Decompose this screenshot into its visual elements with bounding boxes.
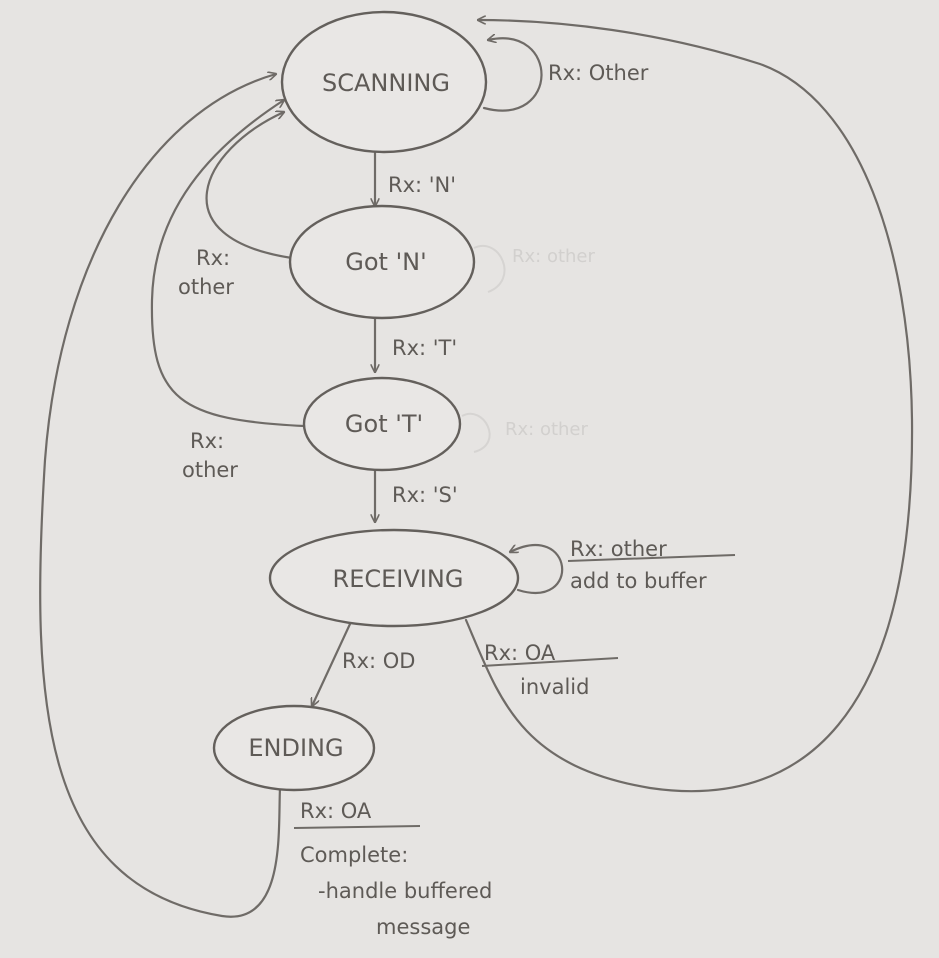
edge-got-t-to-scanning — [150, 100, 306, 428]
edge-scanning-self — [482, 38, 543, 112]
state-ending-label: ENDING — [248, 734, 343, 762]
state-got-n: Got 'N' — [288, 204, 476, 320]
state-ending: ENDING — [212, 704, 376, 792]
label-ending-to-scanning-line3: -handle buffered — [318, 879, 492, 903]
label-got-n-to-scanning-line2: other — [178, 275, 234, 299]
label-got-n-to-got-t: Rx: 'T' — [392, 336, 457, 360]
label-receiving-to-scanning-line2: invalid — [520, 675, 589, 699]
label-scanning-to-got-n: Rx: 'N' — [388, 173, 456, 197]
ghost-label-got-t: Rx: other — [505, 419, 588, 440]
label-divider-ending-to-scanning — [293, 825, 421, 829]
label-got-t-to-scanning-line2: other — [182, 458, 238, 482]
label-divider-receiving-self — [567, 554, 736, 562]
label-scanning-self: Rx: Other — [548, 61, 649, 85]
label-receiving-to-ending: Rx: OD — [342, 649, 415, 673]
edge-receiving-to-ending — [312, 622, 352, 706]
label-ending-to-scanning-line2: Complete: — [300, 843, 408, 867]
state-scanning: SCANNING — [280, 10, 488, 154]
edge-receiving-to-scanning — [464, 20, 914, 793]
label-got-t-to-receiving: Rx: 'S' — [392, 483, 458, 507]
label-receiving-self-line2: add to buffer — [570, 569, 707, 593]
state-got-t-label: Got 'T' — [345, 410, 423, 438]
label-receiving-self-line1: Rx: other — [570, 537, 667, 561]
label-ending-to-scanning-line4: message — [376, 915, 470, 939]
state-receiving-label: RECEIVING — [333, 565, 464, 593]
edge-ending-to-scanning — [39, 74, 282, 918]
state-got-t: Got 'T' — [302, 376, 462, 472]
state-receiving: RECEIVING — [268, 528, 520, 628]
state-scanning-label: SCANNING — [322, 69, 450, 97]
erased-marks: Rx: other Rx: other — [461, 245, 595, 453]
label-receiving-to-scanning-line1: Rx: OA — [484, 641, 556, 665]
label-divider-receiving-to-scanning — [481, 657, 619, 667]
ghost-label-got-n: Rx: other — [512, 246, 595, 267]
state-got-n-label: Got 'N' — [345, 248, 426, 276]
edge-receiving-self — [510, 544, 564, 594]
edge-got-n-to-scanning — [205, 112, 294, 260]
label-ending-to-scanning-line1: Rx: OA — [300, 799, 372, 823]
label-got-n-to-scanning-line1: Rx: — [196, 246, 230, 270]
label-got-t-to-scanning-line1: Rx: — [190, 429, 224, 453]
